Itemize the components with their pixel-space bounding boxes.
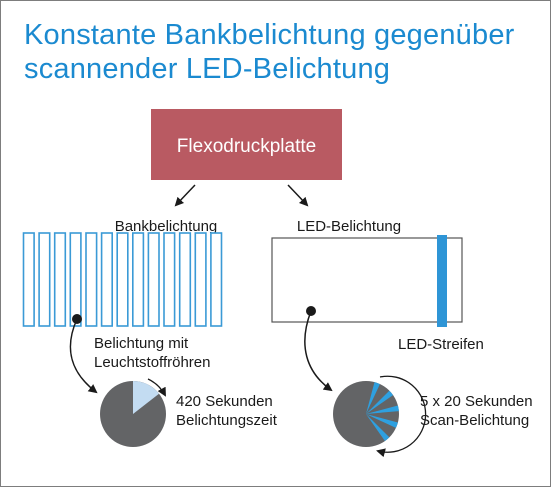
- led-pie-wedges: [366, 382, 399, 441]
- led-pie-wedge: [366, 414, 398, 428]
- bank-pie-light-slice: [133, 381, 159, 414]
- led-pie-wedge: [366, 390, 393, 414]
- flexo-plate-label: Flexodruckplatte: [177, 136, 316, 157]
- led-pie-wedge: [366, 414, 390, 441]
- led-rotation-arrow: [376, 375, 427, 458]
- led-pie-wedge: [366, 382, 380, 414]
- bank-curved-arrow: [69, 318, 98, 394]
- fluorescent-tube: [38, 232, 51, 327]
- fluorescent-tube: [132, 232, 145, 327]
- led-exposure-pie: [333, 375, 427, 458]
- bank-caption-line-2: Leuchtstoffröhren: [94, 354, 210, 371]
- fluorescent-tube: [163, 232, 176, 327]
- fluorescent-tube: [100, 232, 113, 327]
- led-strip: [437, 235, 447, 327]
- title-line-2: scannender LED-Belichtung: [24, 53, 391, 85]
- title-line-1: Konstante Bankbelichtung gegenüber: [24, 19, 515, 51]
- led-time-line-2: Scan-Belichtung: [420, 412, 529, 429]
- bank-heading: Bankbelichtung: [115, 218, 218, 235]
- bank-time-line-1: 420 Sekunden: [176, 393, 273, 410]
- arrow-to-led: [287, 184, 309, 207]
- led-exposure-unit: [271, 235, 463, 327]
- fluorescent-tube: [85, 232, 98, 327]
- fluorescent-tube: [210, 232, 223, 327]
- fluorescent-tube-bank: [22, 232, 223, 327]
- led-time-line-1: 5 x 20 Sekunden: [420, 393, 533, 410]
- led-plate-area: [271, 237, 463, 323]
- fluorescent-tube: [22, 232, 35, 327]
- diagram-title: Konstante Bankbelichtung gegenüber scann…: [24, 18, 544, 86]
- bank-caption-line-1: Belichtung mit: [94, 335, 189, 352]
- fluorescent-tube: [69, 232, 82, 327]
- bank-rotation-arrow: [147, 378, 166, 397]
- flexo-plate-box: Flexodruckplatte: [151, 109, 342, 180]
- fluorescent-tube: [53, 232, 67, 327]
- led-strip-label: LED-Streifen: [398, 336, 484, 353]
- bank-time-line-2: Belichtungszeit: [176, 412, 278, 429]
- led-pie-wedge: [366, 405, 399, 414]
- fluorescent-tube: [116, 232, 129, 327]
- arrow-to-bank: [174, 184, 196, 207]
- led-curved-arrow: [304, 310, 333, 392]
- bank-exposure-pie: [100, 378, 166, 447]
- fluorescent-tube: [147, 232, 160, 327]
- fluorescent-tube: [178, 232, 192, 327]
- fluorescent-tube: [194, 232, 207, 327]
- led-heading: LED-Belichtung: [297, 218, 401, 235]
